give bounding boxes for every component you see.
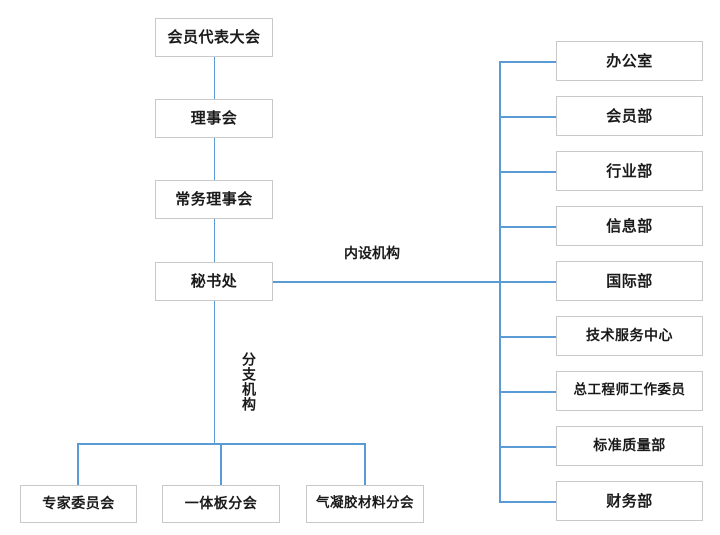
connector-stub-finance — [499, 501, 556, 503]
node-aerogel-material-branch[interactable]: 气凝胶材料分会 — [306, 485, 424, 523]
node-label: 秘书处 — [190, 272, 238, 290]
connector-stub-international — [499, 281, 556, 283]
node-standing-council[interactable]: 常务理事会 — [155, 180, 273, 219]
connector-standing-council-to-secretariat — [213, 219, 215, 262]
caption-branch-units: 分支机构 — [240, 352, 256, 412]
node-label: 总工程师工作委员 — [573, 382, 686, 399]
node-industry-dept[interactable]: 行业部 — [556, 151, 703, 191]
node-membership-dept[interactable]: 会员部 — [556, 96, 703, 136]
node-label: 国际部 — [606, 271, 653, 290]
node-standards-quality-dept[interactable]: 标准质量部 — [556, 426, 703, 466]
connector-drop-integrated-board — [220, 443, 222, 485]
connector-secretariat-to-internal-trunk — [273, 281, 500, 283]
node-chief-engineer-committee[interactable]: 总工程师工作委员 — [556, 371, 703, 411]
node-integrated-board-branch[interactable]: 一体板分会 — [162, 485, 280, 523]
node-label: 标准质量部 — [593, 438, 666, 454]
node-expert-committee[interactable]: 专家委员会 — [20, 485, 137, 523]
node-council[interactable]: 理事会 — [155, 99, 273, 138]
connector-drop-aerogel-material — [364, 443, 366, 485]
node-secretariat[interactable]: 秘书处 — [155, 262, 273, 301]
node-international-dept[interactable]: 国际部 — [556, 261, 703, 301]
node-label: 一体板分会 — [184, 496, 258, 512]
node-information-dept[interactable]: 信息部 — [556, 206, 703, 246]
connector-stub-office — [499, 61, 556, 63]
connector-council-to-standing-council — [213, 138, 215, 180]
node-label: 行业部 — [606, 161, 653, 180]
node-label: 专家委员会 — [42, 496, 115, 512]
node-office[interactable]: 办公室 — [556, 41, 703, 81]
node-label: 办公室 — [606, 51, 653, 70]
node-label: 财务部 — [606, 491, 653, 510]
node-label: 常务理事会 — [175, 190, 253, 208]
node-members-congress[interactable]: 会员代表大会 — [155, 18, 273, 57]
caption-internal-units: 内设机构 — [344, 246, 400, 262]
connector-stub-chief-engineer — [499, 391, 556, 393]
node-tech-service-center[interactable]: 技术服务中心 — [556, 316, 703, 356]
node-label: 信息部 — [606, 216, 653, 235]
node-label: 技术服务中心 — [586, 328, 673, 344]
connector-congress-to-council — [213, 57, 215, 99]
node-label: 会员部 — [606, 106, 653, 125]
node-label: 理事会 — [190, 109, 238, 127]
connector-stub-tech-service — [499, 336, 556, 338]
connector-drop-expert-committee — [77, 443, 79, 485]
connector-stub-industry — [499, 171, 556, 173]
connector-stub-information — [499, 226, 556, 228]
connector-stub-standards-quality — [499, 446, 556, 448]
node-label: 会员代表大会 — [167, 28, 261, 46]
node-finance-dept[interactable]: 财务部 — [556, 481, 703, 521]
connector-stub-membership — [499, 116, 556, 118]
connector-secretariat-to-branch-bus — [213, 301, 215, 444]
node-label: 气凝胶材料分会 — [316, 495, 414, 512]
